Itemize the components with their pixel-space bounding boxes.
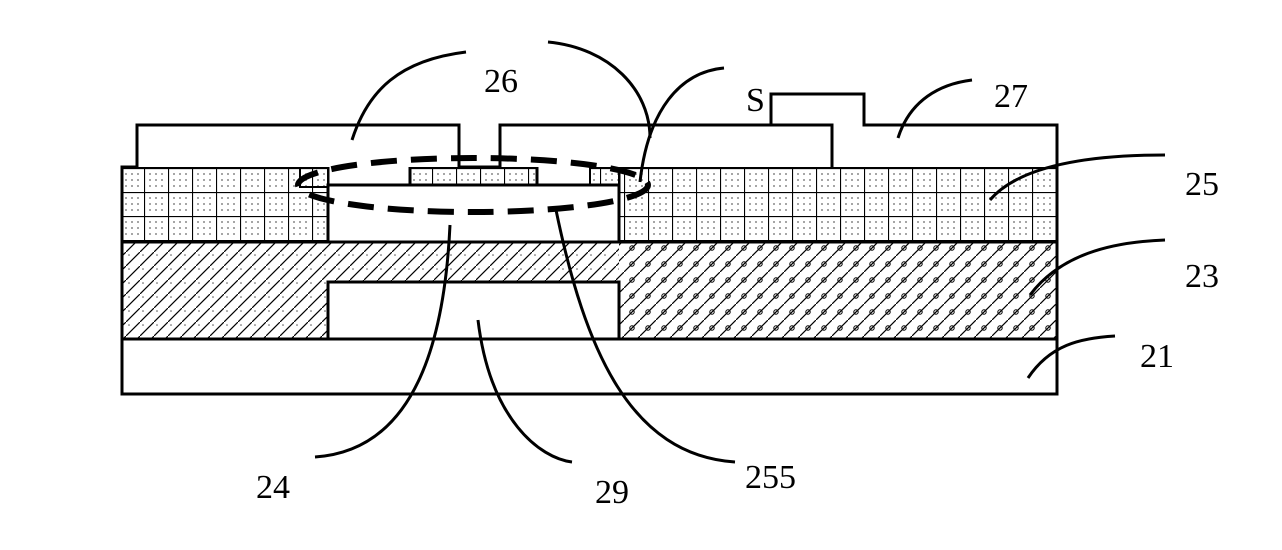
label-25: 25 [1185, 166, 1219, 203]
passivation-layer-left [122, 167, 328, 242]
drain-electrode-right [500, 94, 1057, 167]
label-29: 29 [595, 474, 629, 511]
label-24: 24 [256, 469, 290, 506]
label-23: 23 [1185, 258, 1219, 295]
substrate-layer [122, 339, 1057, 394]
insulating-layer-middle [328, 242, 619, 282]
passivation-layer-right [619, 167, 1057, 242]
label-21: 21 [1140, 338, 1174, 375]
label-255: 255 [745, 459, 796, 496]
insulating-layer-left [122, 242, 328, 339]
source-electrode-left [137, 125, 459, 167]
label-26: 26 [484, 63, 518, 100]
insulating-layer-right [619, 242, 1057, 339]
active-layer-top-patch [410, 167, 537, 185]
label-27: 27 [994, 78, 1028, 115]
label-S: S [746, 82, 765, 119]
